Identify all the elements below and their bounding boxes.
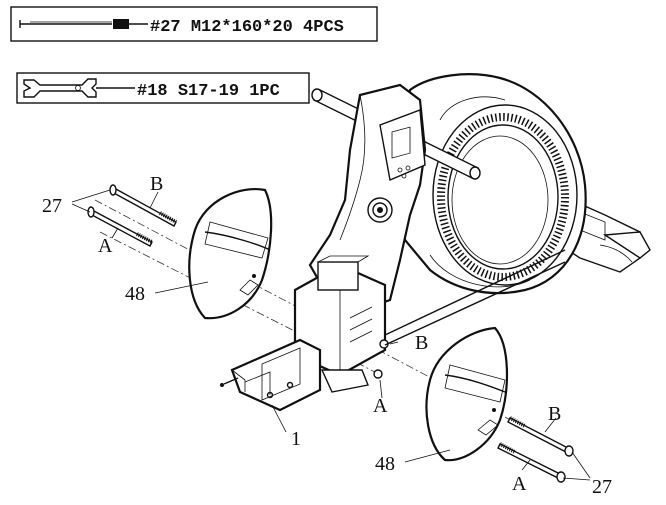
right-cover-48 bbox=[425, 326, 508, 462]
bolt-hole-a bbox=[373, 369, 383, 379]
bolt-left-b bbox=[109, 184, 177, 227]
left-cover-48 bbox=[188, 187, 273, 320]
callout-a-left: A bbox=[98, 235, 113, 257]
wrench-icon bbox=[23, 78, 135, 98]
callout-frame-1: 1 bbox=[291, 428, 301, 450]
callout-a-right: A bbox=[512, 473, 527, 495]
front-frame-part-1 bbox=[220, 338, 322, 412]
callout-cover-48-left: 48 bbox=[125, 283, 145, 305]
callout-cover-48-right: 48 bbox=[375, 453, 395, 475]
wrench-spec-label: #18 S17-19 1PC bbox=[137, 82, 280, 101]
bolt-icon bbox=[19, 19, 148, 29]
callout-bolt-27-right: 27 bbox=[592, 476, 612, 498]
bolt-left-a bbox=[87, 206, 153, 247]
tension-knob bbox=[367, 197, 393, 223]
hardware-box-wrench: #18 S17-19 1PC bbox=[16, 72, 310, 104]
callout-hole-a: A bbox=[373, 395, 388, 417]
hardware-box-bolt: #27 M12*160*20 4PCS bbox=[10, 6, 378, 42]
callout-b-right: B bbox=[548, 403, 561, 425]
callout-b-left: B bbox=[150, 173, 163, 195]
callout-hole-b: B bbox=[415, 332, 428, 354]
monitor-console bbox=[379, 109, 426, 181]
leader-lines bbox=[71, 189, 591, 481]
bolt-spec-label: #27 M12*160*20 4PCS bbox=[150, 18, 344, 37]
callout-bolt-27-left: 27 bbox=[42, 195, 62, 217]
flywheel-housing bbox=[398, 73, 587, 295]
bolt-right-b bbox=[507, 416, 574, 457]
bolt-right-a bbox=[497, 442, 566, 483]
main-body bbox=[293, 83, 566, 393]
